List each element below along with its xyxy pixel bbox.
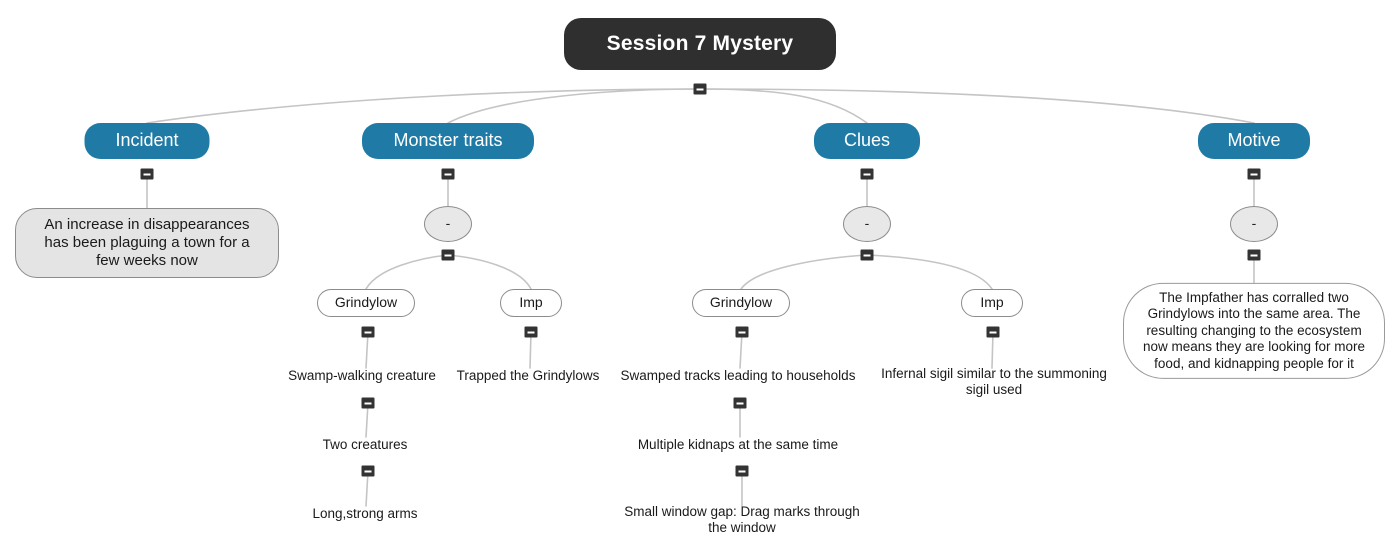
collapse-toggle-c-grindylow[interactable]: [735, 326, 749, 338]
node-m-g-3[interactable]: Long,strong arms: [312, 505, 418, 521]
node-c-imp[interactable]: Imp: [961, 289, 1023, 317]
node-incident[interactable]: Incident: [84, 123, 210, 159]
collapse-toggle-c-g-1[interactable]: [733, 397, 747, 409]
collapse-toggle-incident[interactable]: [140, 168, 154, 180]
edge-t-monster-dash-to-m-grindylow: [365, 254, 449, 290]
collapse-toggle-m-g-2[interactable]: [361, 465, 375, 477]
collapse-toggle-c-g-2[interactable]: [735, 465, 749, 477]
collapse-toggle-clues[interactable]: [860, 168, 874, 180]
node-motive-detail[interactable]: The Impfather has corralled two Grindylo…: [1123, 282, 1385, 380]
collapse-toggle-motive-dash[interactable]: [1247, 249, 1261, 261]
node-motive[interactable]: Motive: [1198, 123, 1310, 159]
node-clues-dash[interactable]: -: [843, 206, 891, 242]
node-m-grindylow[interactable]: Grindylow: [317, 289, 415, 317]
node-root[interactable]: Session 7 Mystery: [564, 18, 836, 70]
collapse-toggle-c-imp[interactable]: [986, 326, 1000, 338]
collapse-toggle-clues-dash[interactable]: [860, 249, 874, 261]
node-c-g-1[interactable]: Swamped tracks leading to households: [620, 367, 856, 383]
collapse-toggle-m-imp[interactable]: [524, 326, 538, 338]
collapse-toggle-motive[interactable]: [1247, 168, 1261, 180]
collapse-toggle-monster-dash[interactable]: [441, 249, 455, 261]
node-c-grindylow[interactable]: Grindylow: [692, 289, 790, 317]
node-m-imp[interactable]: Imp: [500, 289, 562, 317]
node-clues[interactable]: Clues: [814, 123, 920, 159]
edge-t-clues-dash-to-c-imp: [866, 254, 993, 290]
node-m-g-2[interactable]: Two creatures: [322, 436, 408, 452]
node-c-g-3[interactable]: Small window gap: Drag marks through the…: [624, 503, 860, 535]
collapse-toggle-m-grindylow[interactable]: [361, 326, 375, 338]
edge-t-root-to-incident: [146, 88, 701, 124]
edge-t-monster-dash-to-m-imp: [447, 254, 532, 290]
node-c-g-2[interactable]: Multiple kidnaps at the same time: [637, 436, 839, 452]
collapse-toggle-root[interactable]: [693, 83, 707, 95]
collapse-toggle-m-g-1[interactable]: [361, 397, 375, 409]
node-m-g-1[interactable]: Swamp-walking creature: [288, 367, 436, 383]
node-monster[interactable]: Monster traits: [362, 123, 534, 159]
node-c-i-1[interactable]: Infernal sigil similar to the summoning …: [881, 365, 1107, 397]
collapse-toggle-monster[interactable]: [441, 168, 455, 180]
node-motive-dash[interactable]: -: [1230, 206, 1278, 242]
edge-t-root-to-motive: [699, 88, 1255, 124]
edge-t-root-to-clues: [699, 88, 868, 124]
edge-t-root-to-monster: [447, 88, 701, 124]
node-monster-dash[interactable]: -: [424, 206, 472, 242]
edge-t-clues-dash-to-c-grindylow: [740, 254, 868, 290]
node-incident-detail[interactable]: An increase in disappearances has been p…: [15, 208, 279, 278]
node-m-i-1[interactable]: Trapped the Grindylows: [456, 367, 600, 383]
